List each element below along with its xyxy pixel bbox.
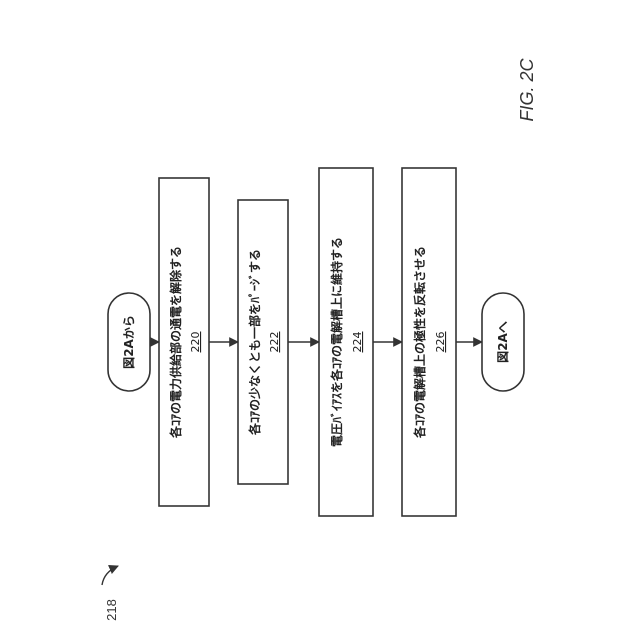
process-box-222: 各ｺｱの少なくとも一部をﾊﾟｰｼﾞする 222: [238, 200, 288, 484]
figure-label: FIG. 2C: [517, 57, 537, 121]
reference-arrow: [102, 566, 118, 585]
process-box-220: 各ｺｱの電力供給部の通電を解除する 220: [159, 178, 209, 506]
process-step-text: 電圧ﾊﾞｲｱｽを各ｺｱの電解槽上に維持する: [329, 237, 344, 447]
process-step-text: 各ｺｱの電力供給部の通電を解除する: [168, 246, 183, 439]
process-box-226: 各ｺｱの電解槽上の極性を反転させる 226: [402, 168, 456, 516]
process-step-ref: 224: [351, 332, 364, 353]
process-step-ref: 226: [434, 332, 447, 353]
process-box-224: 電圧ﾊﾞｲｱｽを各ｺｱの電解槽上に維持する 224: [319, 168, 373, 516]
process-step-ref: 220: [189, 332, 202, 353]
process-step-ref: 222: [268, 332, 281, 353]
diagram-reference-number: 218: [104, 599, 119, 621]
end-terminal: 図2Aへ: [482, 293, 524, 391]
end-terminal-label: 図2Aへ: [496, 321, 510, 363]
start-terminal-label: 図2Aから: [122, 315, 136, 369]
start-terminal: 図2Aから: [108, 293, 150, 391]
process-step-text: 各ｺｱの少なくとも一部をﾊﾟｰｼﾞする: [247, 249, 262, 436]
process-step-text: 各ｺｱの電解槽上の極性を反転させる: [412, 246, 427, 439]
